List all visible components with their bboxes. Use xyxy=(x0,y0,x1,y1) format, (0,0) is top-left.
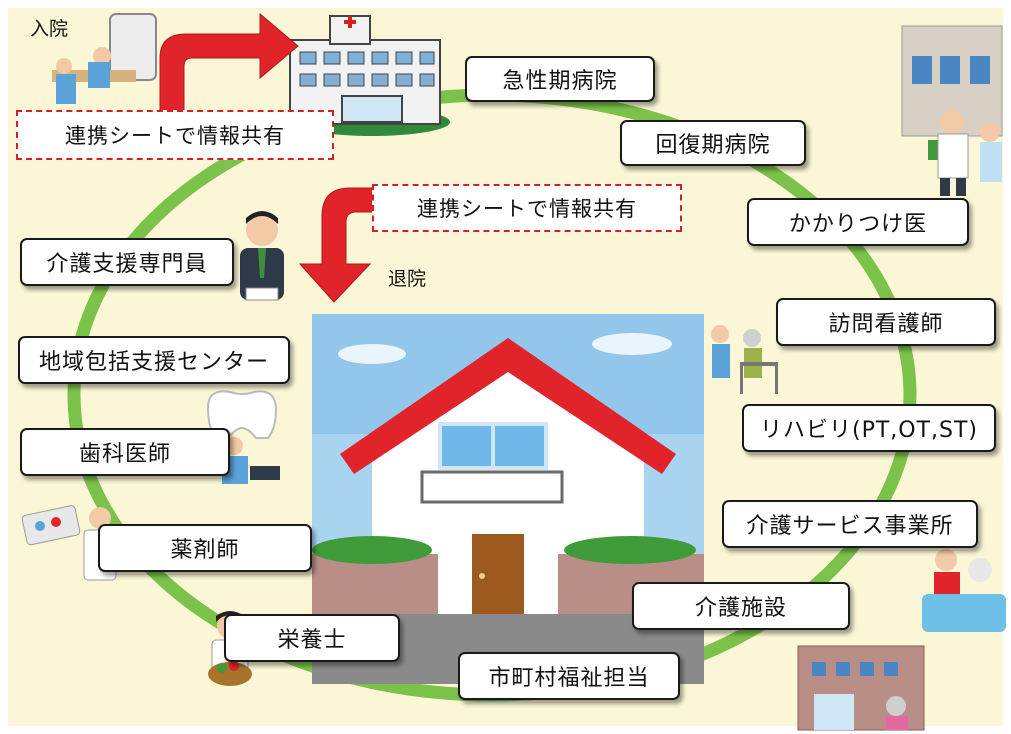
role-family-doctor: かかりつけ医 xyxy=(747,198,969,246)
ambulance-patient-icon xyxy=(52,13,157,104)
care-manager-person-icon xyxy=(240,211,284,301)
admission-arrow xyxy=(159,12,299,121)
role-acute-hospital: 急性期病院 xyxy=(465,56,655,102)
care-facility-building-icon xyxy=(797,645,925,731)
rehab-walker-icon xyxy=(711,325,778,394)
role-care-facility: 介護施設 xyxy=(632,582,850,630)
discharge-arrow xyxy=(298,187,375,303)
discharge-label: 退院 xyxy=(388,268,427,290)
role-care-service: 介護サービス事業所 xyxy=(722,500,978,548)
role-rehab: リハビリ(PT,OT,ST) xyxy=(742,404,996,452)
role-dentist: 歯科医師 xyxy=(20,428,230,476)
bath-care-icon xyxy=(922,549,1006,632)
role-recovery-hospital: 回復期病院 xyxy=(620,120,806,166)
doctor-walking-icon xyxy=(901,25,1003,196)
role-pharmacist: 薬剤師 xyxy=(98,524,312,572)
info-sharing-sheet-top: 連携シートで情報共有 xyxy=(16,110,334,160)
role-care-manager: 介護支援専門員 xyxy=(20,238,234,286)
dentist-icon xyxy=(206,390,280,484)
role-community-center: 地域包括支援センター xyxy=(18,336,290,384)
info-sharing-sheet-middle: 連携シートで情報共有 xyxy=(372,184,682,232)
hospital-building-icon xyxy=(289,15,450,136)
role-municipal-welfare: 市町村福祉担当 xyxy=(458,652,680,700)
admission-label: 入院 xyxy=(30,18,69,40)
role-visiting-nurse: 訪問看護師 xyxy=(776,298,996,346)
role-nutritionist: 栄養士 xyxy=(224,614,400,662)
